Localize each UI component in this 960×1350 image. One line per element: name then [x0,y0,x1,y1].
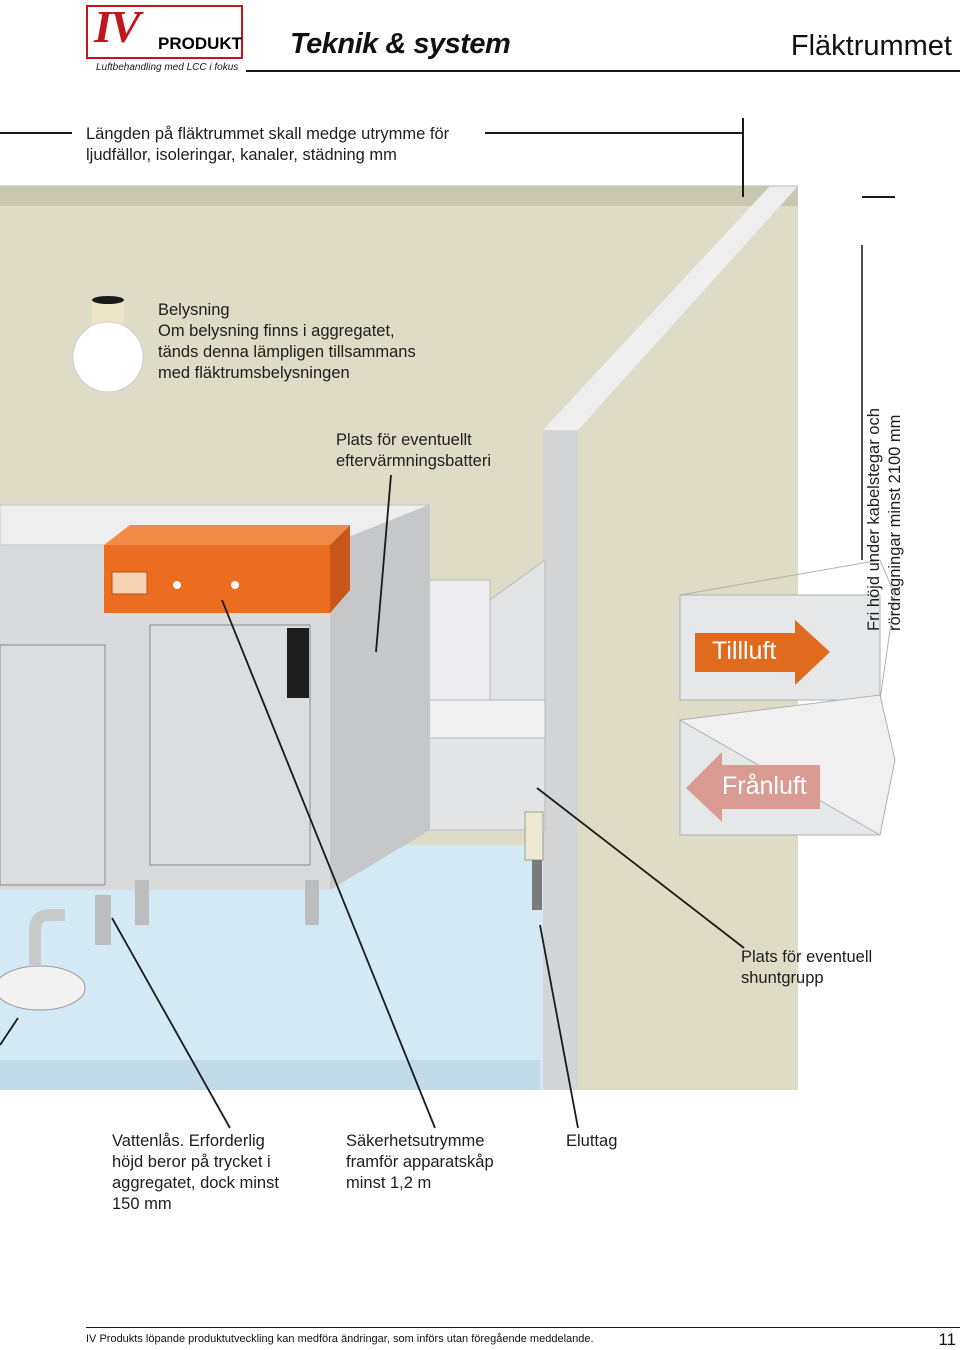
logo-tagline: Luftbehandling med LCC i fokus [96,62,239,73]
lamp-globe [72,321,144,393]
logo-mark: IV [94,1,141,52]
safety-space-note: Säkerhetsutrymme framför apparatskåp min… [346,1132,494,1192]
outlet [532,860,542,910]
header-rule [246,70,960,72]
length-note: Längden på fläktrummet skall medge utrym… [86,125,450,164]
shunt-group-note: Plats för eventuell shuntgrupp [741,948,873,987]
exhaust-air-label: Frånluft [722,772,807,800]
ceiling-edge [0,186,798,206]
water-trap [29,909,65,965]
unit-door-right [149,624,311,866]
shunt-box [524,811,544,861]
footer-rule [86,1327,960,1328]
page-title: Fläktrummet [790,30,952,62]
free-height-note: Fri höjd under kabelstegar och rördragni… [865,408,904,631]
control-cabinet [287,628,309,698]
exhaust-arrow [686,752,820,822]
page-number: 11 [938,1330,956,1349]
supply-arrow [695,620,830,685]
lighting-note: Belysning Om belysning finns i aggregate… [158,301,416,382]
outlet-note: Eluttag [566,1132,618,1150]
floor-edge [0,1060,540,1090]
side-wall-section [543,430,578,1090]
logo-frame [86,5,243,59]
supply-air-label: Tillluft [712,637,777,665]
side-wall-top [543,186,798,430]
reheater-note: Plats för eventuellt eftervärmningsbatte… [336,431,491,470]
floor-drain [0,965,86,1011]
water-trap-note: Vattenlås. Erforderlig höjd beror på try… [112,1132,279,1213]
logo-product-text: PRODUKT [158,34,243,53]
unit-door-left [0,644,106,886]
heater-top [104,525,350,545]
footer-disclaimer: IV Produkts löpande produktutveckling ka… [86,1333,594,1345]
section-title: Teknik & system [290,28,511,60]
